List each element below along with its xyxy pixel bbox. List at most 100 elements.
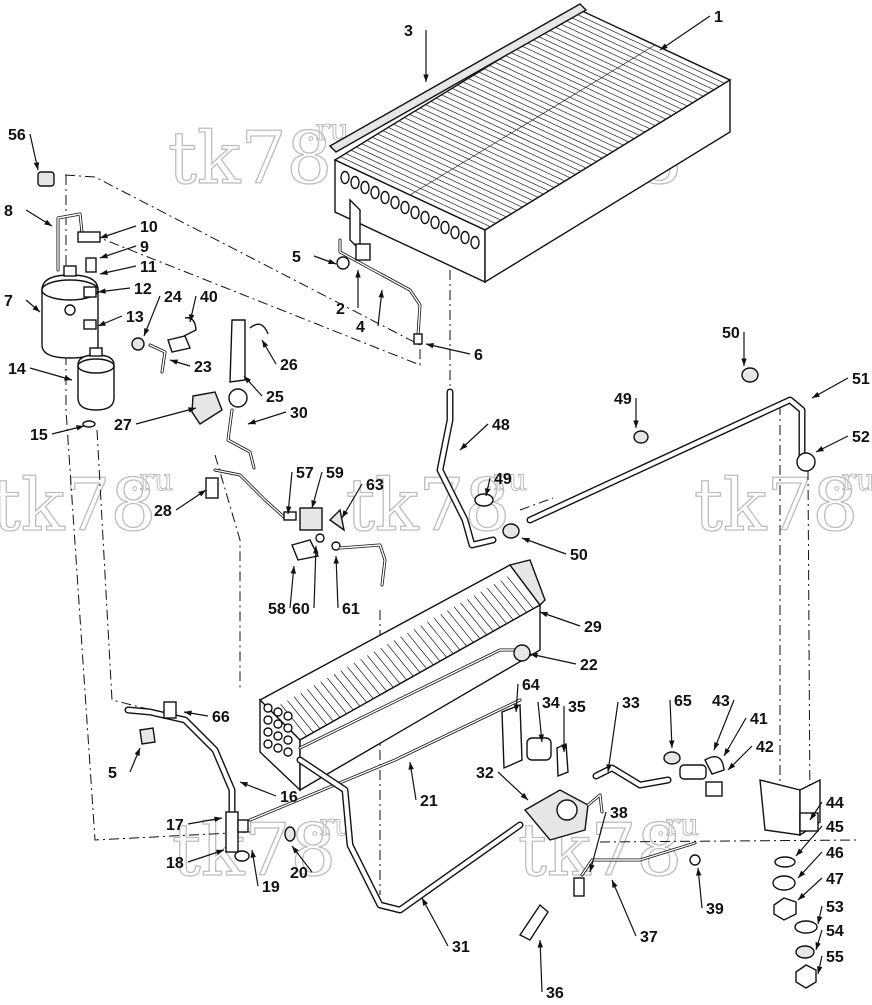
callout-arrowhead [815,942,821,950]
callout-13: 13 [97,309,144,327]
callout-label: 34 [542,695,560,712]
watermark-1: tk78 .ru [167,113,349,201]
callout-label: 30 [290,405,308,422]
bracket-hardware [759,778,821,989]
evaporator-fins [263,576,534,757]
condenser-fins [340,12,725,228]
callout-21: 21 [408,761,438,810]
callout-label: 48 [492,417,510,434]
callout-arrowhead [311,500,317,508]
callout-40: 40 [189,289,218,323]
callout-arrowhead [513,704,520,712]
callout-arrowhead [333,556,340,564]
callout-arrowhead [328,258,336,265]
callout-arrowhead [100,233,108,239]
callout-leader [135,407,197,425]
callout-42: 42 [727,739,774,771]
callout-arrowhead [668,740,675,748]
callout-arrowhead [313,546,319,554]
callout-label: 14 [8,361,26,378]
callout-label: 61 [342,601,360,618]
callout-arrowhead [244,376,252,384]
callout-label: 1 [714,9,723,26]
callout-arrowhead [216,849,224,855]
callout-30: 30 [247,405,308,425]
callout-19: 19 [250,849,280,896]
callout-5a: 5 [292,249,337,266]
watermark-5: tk78 .ru [693,462,872,547]
callout-arrowhead [214,816,222,823]
callout-arrowhead [98,320,106,326]
callout-label: 51 [852,371,870,388]
callout-label: 29 [584,619,602,636]
callout-63: 63 [341,477,384,519]
callout-55: 55 [816,949,844,975]
callout-label: 57 [296,465,314,482]
callout-label: 20 [290,865,308,882]
callout-46: 46 [797,845,844,879]
suction-line-51 [526,367,816,524]
callout-50a: 50 [722,325,747,366]
watermark-suffix: .ru [832,463,872,498]
callout-8: 8 [4,203,53,227]
callout-label: 28 [154,503,172,520]
callout-49b: 49 [484,471,512,497]
callout-32: 32 [476,765,529,801]
callout-arrowhead [188,407,196,413]
callout-label: 19 [262,879,280,896]
callout-label: 50 [722,325,740,342]
callout-leader [425,343,471,355]
callout-label: 66 [212,709,230,726]
callout-label: 39 [706,901,724,918]
callout-arrowhead [696,868,702,876]
callout-leader [713,699,735,751]
callout-17: 17 [166,816,223,834]
callout-41: 41 [723,711,768,757]
callout-66: 66 [183,709,230,726]
callout-arrowhead [198,490,206,497]
callout-arrowhead [540,611,548,618]
callout-arrowhead [633,420,639,428]
watermark-suffix: .ru [130,463,173,498]
callout-14: 14 [8,361,73,381]
callout-27: 27 [114,407,197,434]
callout-arrowhead [292,846,299,854]
callout-arrowhead [561,744,567,752]
callout-arrowhead [741,358,747,366]
callout-label: 38 [610,805,628,822]
callout-label: 5 [292,249,301,266]
callout-12: 12 [97,281,152,298]
callout-47: 47 [797,871,844,901]
callout-37: 37 [611,879,658,946]
callout-arrowhead [342,510,349,518]
callout-35: 35 [561,699,586,752]
callout-label: 8 [4,203,13,220]
callout-label: 23 [194,359,212,376]
watermark-suffix: .ru [656,808,699,843]
callout-label: 7 [4,293,13,310]
callout-leader [659,15,711,51]
callout-label: 42 [756,739,774,756]
callout-label: 53 [826,899,844,916]
callout-label: 32 [476,765,494,782]
callout-label: 15 [30,427,48,444]
callout-label: 46 [826,845,844,862]
callout-arrowhead [134,748,140,756]
callout-leader [313,545,317,609]
callout-arrowhead [484,488,491,496]
callout-label: 47 [826,871,844,888]
callout-arrowhead [248,419,256,425]
callout-18: 18 [166,849,225,872]
callout-leader [521,537,567,555]
callout-label: 31 [452,939,470,956]
callout-43: 43 [712,693,735,751]
callout-50b: 50 [521,537,588,564]
callout-10: 10 [99,219,158,239]
clamp-56 [37,171,55,187]
callout-60: 60 [292,545,319,618]
callout-arrowhead [589,864,595,872]
callout-label: 49 [494,471,512,488]
callout-arrowhead [184,710,192,716]
callout-arrowhead [538,734,544,742]
callout-61: 61 [333,555,360,618]
